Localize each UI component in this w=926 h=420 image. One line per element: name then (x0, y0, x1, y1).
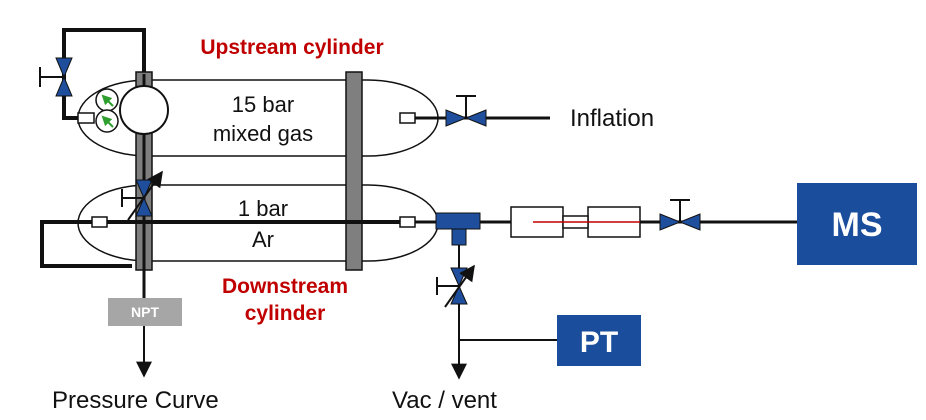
valve-icon (445, 95, 487, 127)
needle-valve-icon (121, 170, 163, 221)
capillary-inlet (510, 206, 641, 238)
vac-needle-valve-icon (436, 264, 475, 308)
port-downstream-left (91, 216, 108, 228)
four-way-valve-icon (77, 85, 169, 135)
upstream-pressure: 15 bar (232, 92, 294, 117)
downstream-gas: Ar (252, 227, 274, 252)
inflation-label: Inflation (570, 105, 654, 132)
upstream-title: Upstream cylinder (200, 36, 383, 59)
bypass-line-upper (62, 28, 146, 120)
right-cylinder-flange (345, 71, 363, 271)
npt-label: NPT (131, 304, 159, 320)
downstream-pressure: 1 bar (238, 196, 288, 221)
port-downstream-right (399, 216, 416, 228)
ms-box (797, 183, 917, 265)
downstream-title-line2: cylinder (245, 302, 326, 325)
pt-box (557, 315, 641, 366)
npt-box (108, 298, 182, 326)
tee-fitting-icon (435, 212, 481, 246)
ms-label: MS (832, 206, 883, 244)
bypass-valve-icon (39, 57, 73, 97)
port-upstream-right (399, 112, 416, 124)
downstream-title-line1: Downstream (222, 275, 348, 298)
upstream-gas: mixed gas (213, 121, 313, 146)
pt-label: PT (580, 326, 618, 359)
vac-vent-label: Vac / vent (392, 387, 497, 414)
pressure-curve-label: Pressure Curve (52, 387, 219, 414)
ms-valve-icon (659, 199, 701, 231)
